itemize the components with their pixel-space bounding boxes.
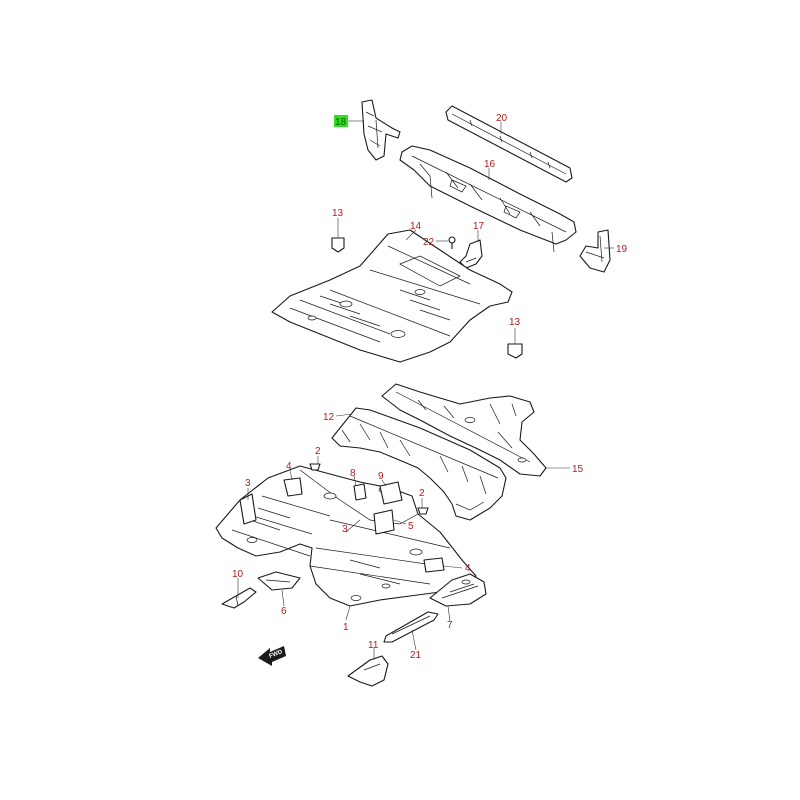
part-16-rear-crossmember[interactable] — [399, 145, 577, 253]
callout-21[interactable]: 21 — [410, 650, 422, 661]
callout-10[interactable]: 10 — [232, 569, 244, 580]
callout-7[interactable]: 7 — [447, 620, 453, 631]
callout-18-highlight — [334, 115, 348, 127]
leader-lines — [237, 120, 614, 660]
callout-4-lower[interactable]: 4 — [465, 563, 471, 574]
callout-22[interactable]: 22 — [423, 237, 435, 248]
callout-9[interactable]: 9 — [378, 471, 384, 482]
part-18-bracket[interactable] — [361, 99, 401, 161]
part-19-bracket[interactable] — [579, 229, 611, 273]
callout-6[interactable]: 6 — [281, 606, 287, 617]
callout-5[interactable]: 5 — [408, 521, 414, 532]
callout-11[interactable]: 11 — [368, 640, 379, 651]
part-13-plug-upper[interactable] — [331, 237, 345, 253]
callout-labels: 18 20 16 13 14 17 22 19 13 12 15 2 4 3 8… — [232, 113, 628, 661]
part-20-upper-crossmember[interactable] — [445, 105, 573, 183]
part-6-plate[interactable] — [257, 571, 301, 591]
part-11-bracket[interactable] — [347, 655, 389, 687]
part-21-strip[interactable] — [383, 611, 439, 643]
fwd-label: FWD — [269, 649, 285, 660]
forward-arrow-icon: FWD — [258, 646, 286, 666]
callout-20[interactable]: 20 — [496, 113, 508, 124]
callout-15[interactable]: 15 — [572, 464, 584, 475]
part-22-bolt[interactable] — [448, 236, 456, 249]
callout-16[interactable]: 16 — [484, 159, 496, 170]
callout-8[interactable]: 8 — [350, 468, 356, 479]
callout-2-lower[interactable]: 2 — [419, 488, 425, 499]
callout-2-upper[interactable]: 2 — [315, 446, 321, 457]
part-13-plug-lower[interactable] — [507, 343, 523, 359]
part-7-panel[interactable] — [429, 573, 487, 607]
callout-13-upper[interactable]: 13 — [332, 208, 344, 219]
part-2-clip-lower[interactable] — [417, 507, 429, 515]
callout-14[interactable]: 14 — [410, 221, 422, 232]
part-10-bracket[interactable] — [221, 587, 257, 609]
callout-3-center[interactable]: 3 — [342, 524, 348, 535]
part-1-front-floor[interactable] — [215, 465, 477, 607]
part-14-rear-floor[interactable] — [271, 229, 513, 363]
callout-19[interactable]: 19 — [616, 244, 628, 255]
callout-4-upper[interactable]: 4 — [286, 461, 292, 472]
callout-3-left[interactable]: 3 — [245, 478, 251, 489]
part-2-clip-upper[interactable] — [309, 463, 321, 471]
part-17-bracket[interactable] — [459, 239, 483, 269]
callout-13-lower[interactable]: 13 — [509, 317, 521, 328]
part-15-crossmember[interactable] — [381, 383, 547, 477]
part-12-crossmember[interactable] — [331, 407, 507, 521]
callout-12[interactable]: 12 — [323, 412, 335, 423]
callout-1[interactable]: 1 — [343, 622, 349, 633]
callout-18[interactable]: 18 — [335, 117, 347, 128]
callout-17[interactable]: 17 — [473, 221, 485, 232]
